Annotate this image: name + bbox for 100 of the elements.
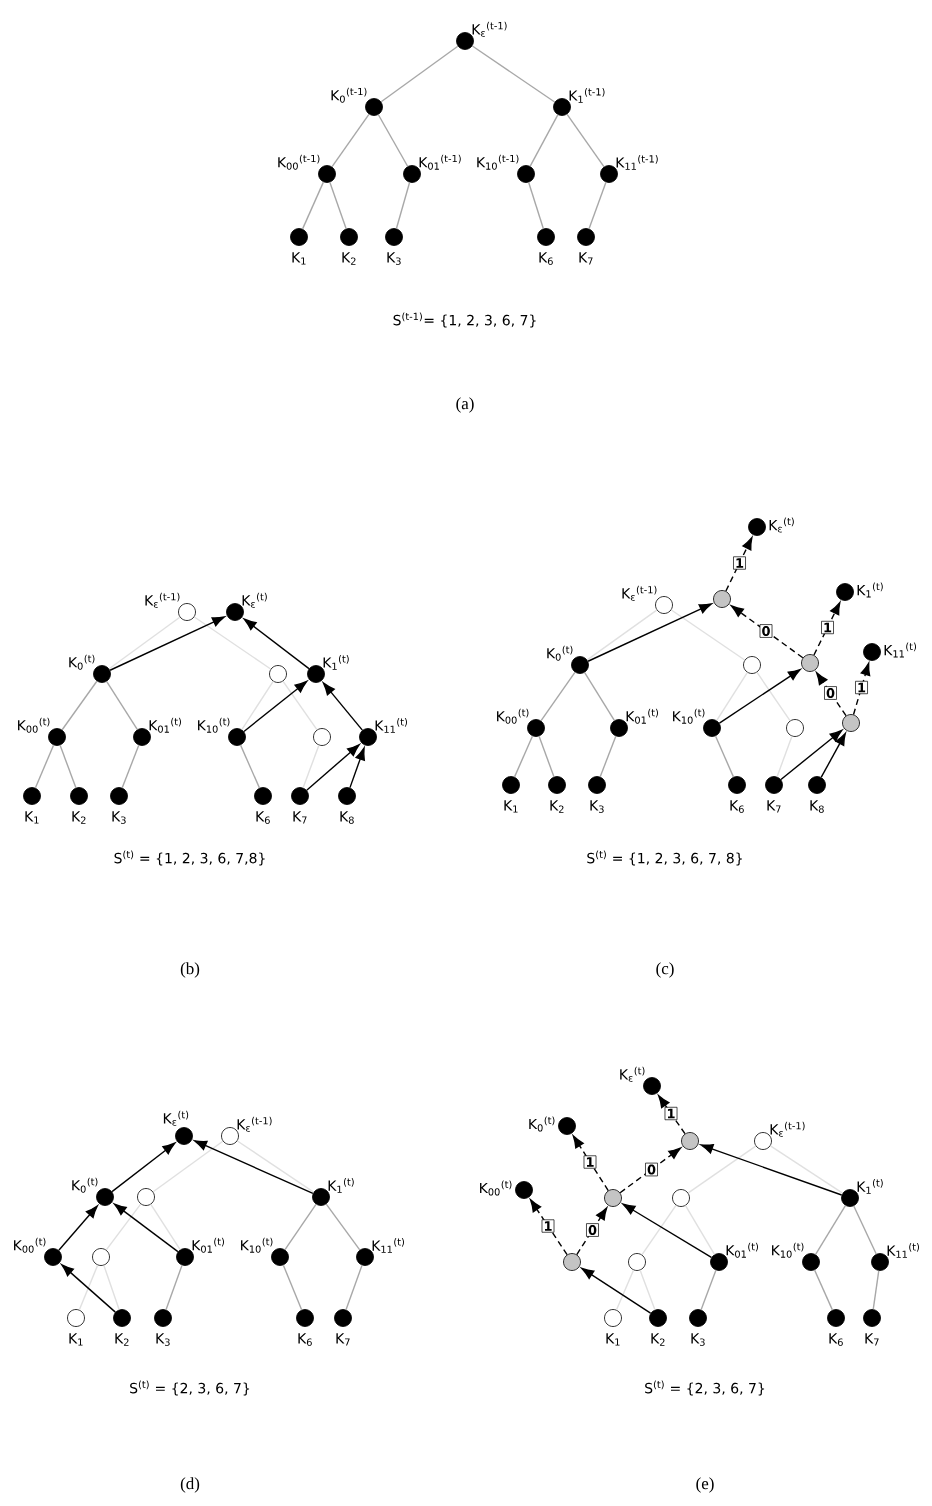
circle-node xyxy=(743,656,761,674)
node-label: K$_{ε}$(t) xyxy=(769,517,794,533)
arrow xyxy=(61,1264,117,1313)
arrow xyxy=(529,1199,568,1256)
node-label: K$_{6}$ xyxy=(298,1333,312,1346)
panel-caption: (b) xyxy=(180,962,200,978)
node-label: K$_{7}$ xyxy=(767,800,781,813)
node-label: K$_{2}$ xyxy=(651,1333,665,1346)
node-label: K$_{3}$ xyxy=(156,1333,170,1346)
node-label: K$_{01}$(t) xyxy=(149,717,181,733)
node-label: K$_{7}$ xyxy=(865,1333,879,1346)
node-label: K$_{1}$ xyxy=(25,811,39,824)
panel-caption: (d) xyxy=(180,1477,200,1493)
edge-label: 1 xyxy=(821,620,834,635)
arrow xyxy=(572,1135,609,1192)
circle-node xyxy=(269,665,287,683)
set-label: S$^{(t)}$ = {1, 2, 3, 6, 7, 8} xyxy=(587,850,742,866)
arrow xyxy=(194,1140,314,1195)
node-label: K$_{01}$(t) xyxy=(626,708,658,724)
node-label: K$_{6}$ xyxy=(730,800,744,813)
arrow xyxy=(587,603,712,662)
node-label: K$_{1}$(t) xyxy=(857,1178,883,1194)
circle-node xyxy=(801,654,819,672)
set-label: S$^{(t)}$ = {2, 3, 6, 7} xyxy=(130,1380,250,1396)
arrow xyxy=(581,1267,652,1314)
node-label: K$_{1}$(t) xyxy=(857,582,883,598)
node-label: K$_{10}$(t) xyxy=(673,708,705,724)
edge-label: 1 xyxy=(583,1155,597,1169)
node-label: K$_{ε}$(t-1) xyxy=(237,1116,272,1132)
node-label: K$_{3}$ xyxy=(387,252,401,265)
arrow xyxy=(718,668,801,724)
node-label: K$_{00}$(t) xyxy=(14,1237,46,1253)
edge-label: 1 xyxy=(664,1106,678,1121)
circle-node xyxy=(92,1248,110,1266)
node-label: K$_{ε}$(t-1) xyxy=(472,21,507,37)
circle-node xyxy=(681,1132,699,1150)
node-label: K$_{11}$(t) xyxy=(884,642,916,658)
arrow xyxy=(852,662,871,716)
arrow xyxy=(576,1207,608,1256)
node-label: K$_{ε}$(t-1) xyxy=(622,585,657,601)
node-label: K$_{10}$(t) xyxy=(772,1242,804,1258)
circle-node xyxy=(604,1189,622,1207)
arrow xyxy=(322,682,364,731)
node-label: K$_{ε}$(t) xyxy=(242,592,267,608)
arrow xyxy=(109,616,225,671)
edge-label: 0 xyxy=(824,686,837,700)
arrow xyxy=(780,729,843,781)
arrow xyxy=(113,1203,179,1253)
node-label: K$_{00}$(t) xyxy=(480,1180,512,1196)
node-label: K$_{11}$(t-1) xyxy=(616,154,658,170)
arrow xyxy=(243,680,308,733)
node-label: K$_{1}$(t) xyxy=(323,654,349,670)
arrow xyxy=(730,605,804,659)
edge-label: 1 xyxy=(541,1219,555,1233)
node-label: K$_{01}$(t-1) xyxy=(419,154,461,170)
circle-node xyxy=(563,1253,581,1271)
node-label: K$_{10}$(t-1) xyxy=(477,154,519,170)
circle-node xyxy=(137,1188,155,1206)
node-label: K$_{0}$(t) xyxy=(547,645,573,661)
arrow xyxy=(700,1144,843,1196)
arrow xyxy=(622,1203,713,1259)
circle-node xyxy=(786,719,804,737)
node-label: K$_{10}$(t) xyxy=(241,1237,273,1253)
node-label: K$_{1}$(t-1) xyxy=(569,87,605,103)
node-label: K$_{3}$ xyxy=(112,811,126,824)
circle-node xyxy=(842,714,860,732)
arrow xyxy=(820,732,846,778)
panel-caption: (a) xyxy=(456,397,474,413)
node-label: K$_{0}$(t) xyxy=(72,1177,98,1193)
node-label: K$_{7}$ xyxy=(293,811,307,824)
edge-label: 1 xyxy=(855,680,868,695)
circle-node xyxy=(672,1189,690,1207)
arrow xyxy=(306,744,360,791)
circle-node xyxy=(628,1253,646,1271)
node-label: K$_{7}$ xyxy=(336,1333,350,1346)
node-label: K$_{ε}$(t) xyxy=(620,1066,645,1082)
edge-label: 0 xyxy=(645,1162,658,1177)
node-label: K$_{00}$(t-1) xyxy=(278,154,320,170)
node-label: K$_{8}$ xyxy=(810,800,824,813)
node-label: K$_{7}$ xyxy=(579,252,593,265)
node-label: K$_{0}$(t-1) xyxy=(331,87,367,103)
node-label: K$_{2}$ xyxy=(550,800,564,813)
node-label: K$_{1}$ xyxy=(69,1333,83,1346)
node-label: K$_{1}$(t) xyxy=(328,1177,354,1193)
arrow xyxy=(658,1095,686,1135)
arrow xyxy=(58,1205,98,1251)
node-label: K$_{3}$ xyxy=(590,800,604,813)
node-label: K$_{6}$ xyxy=(829,1333,843,1346)
panel-caption: (e) xyxy=(696,1477,714,1493)
node-label: K$_{11}$(t) xyxy=(372,1237,404,1253)
arrow xyxy=(111,1142,176,1193)
arrow xyxy=(243,618,310,670)
node-label: K$_{3}$ xyxy=(691,1333,705,1346)
edge-label: 0 xyxy=(759,624,773,638)
circle-node xyxy=(713,590,731,608)
circle-node xyxy=(313,728,331,746)
node-label: K$_{1}$ xyxy=(606,1333,620,1346)
node-label: K$_{ε}$(t-1) xyxy=(145,592,180,608)
node-label: K$_{11}$(t) xyxy=(375,717,407,733)
node-label: K$_{2}$ xyxy=(72,811,86,824)
